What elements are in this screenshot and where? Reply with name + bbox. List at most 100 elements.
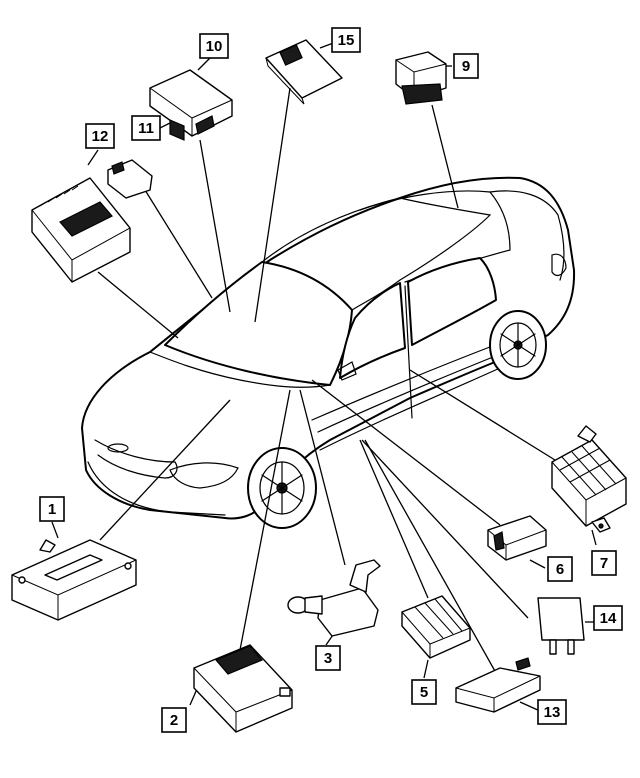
leader-1-tag <box>51 521 59 539</box>
leader-6 <box>311 379 501 526</box>
part-6-body <box>487 515 547 561</box>
rear-wheel-spokes <box>500 322 536 368</box>
callout-1-label: 1 <box>48 501 56 518</box>
trunk-line <box>489 190 565 281</box>
callout-15[interactable]: 15 <box>331 27 361 53</box>
part-14-body <box>537 597 585 641</box>
callout-2[interactable]: 2 <box>161 707 187 733</box>
leader-14 <box>361 439 529 619</box>
part-6-opening <box>493 531 505 551</box>
leader-12b <box>97 271 179 339</box>
side-mirror <box>337 361 357 381</box>
front-side-window <box>339 282 406 379</box>
part-13-module[interactable] <box>455 657 541 713</box>
part-5-relay-block[interactable] <box>401 595 471 659</box>
callout-6[interactable]: 6 <box>547 556 573 582</box>
part-14-pin-a <box>549 639 557 655</box>
part-12-connector <box>59 201 113 237</box>
callout-10[interactable]: 10 <box>199 33 229 59</box>
callout-12[interactable]: 12 <box>85 123 115 149</box>
part-2-tab <box>279 687 291 697</box>
part-10-body <box>149 69 233 137</box>
leader-1 <box>99 399 231 541</box>
leader-10 <box>199 139 231 313</box>
part-2-body <box>193 644 293 733</box>
part-5-body <box>401 595 471 659</box>
leader-5-tag <box>423 659 429 679</box>
part-3-body <box>317 587 379 637</box>
part-10-connector-a <box>195 115 215 135</box>
part-10-connector-b <box>169 119 185 141</box>
leader-7-tag <box>591 529 597 546</box>
part-6-edge <box>487 529 547 560</box>
part-1-body <box>11 539 137 621</box>
part-9-base <box>401 83 443 105</box>
part-12-fins <box>39 185 79 207</box>
part-12-edge <box>31 209 131 282</box>
leader-2 <box>239 389 291 651</box>
part-7-bracket-top <box>577 425 597 443</box>
part-7-edge <box>551 461 627 526</box>
leader-7 <box>409 369 556 461</box>
part-13-body <box>455 667 541 713</box>
callout-14-label: 14 <box>600 610 617 627</box>
part-10-edge <box>149 87 233 136</box>
callout-3-label: 3 <box>324 650 332 667</box>
leader-9 <box>431 104 459 209</box>
part-2-module[interactable] <box>193 644 293 733</box>
callout-5-label: 5 <box>420 684 428 701</box>
part-12-ecu[interactable] <box>31 159 153 283</box>
callout-2-label: 2 <box>170 712 178 729</box>
callout-14[interactable]: 14 <box>593 605 623 631</box>
part-7-module[interactable] <box>551 425 627 533</box>
callout-13-label: 13 <box>544 704 561 721</box>
part-7-grid <box>559 445 617 496</box>
body-side-molding <box>311 344 496 421</box>
part-6-connector[interactable] <box>487 515 547 561</box>
callout-1[interactable]: 1 <box>39 496 65 522</box>
callout-11-label: 11 <box>138 120 154 137</box>
car-illustration <box>81 176 576 529</box>
taillight <box>551 253 567 277</box>
part-15-edge <box>265 57 305 105</box>
headlamp <box>169 462 239 489</box>
part-9-relay[interactable] <box>395 51 447 105</box>
front-door-line <box>404 285 413 419</box>
part-13-edge <box>455 675 541 712</box>
part-1-slot <box>44 554 103 581</box>
callout-11[interactable]: 11 <box>131 115 161 141</box>
part-12-sensor-plug <box>111 161 125 175</box>
callout-15-label: 15 <box>338 32 355 49</box>
part-1-module[interactable] <box>11 539 137 621</box>
leader-13-tag <box>519 701 541 712</box>
callout-5[interactable]: 5 <box>411 679 437 705</box>
part-3-bracket <box>349 559 381 593</box>
part-5-ribs <box>414 598 463 639</box>
part-3-neck <box>304 595 323 615</box>
part-1-mount-a <box>18 576 26 584</box>
callout-10-label: 10 <box>206 38 223 55</box>
part-10-module[interactable] <box>149 69 233 141</box>
leader-12 <box>144 189 213 299</box>
hood-line <box>149 351 331 388</box>
hood-emblem <box>107 443 129 453</box>
front-grille <box>94 439 178 479</box>
callout-7[interactable]: 7 <box>591 550 617 576</box>
callout-3[interactable]: 3 <box>315 645 341 671</box>
leader-3 <box>299 389 346 566</box>
part-15-body <box>265 39 343 99</box>
part-2-connector <box>215 645 263 675</box>
body-side-molding-lower <box>317 354 499 433</box>
leader-5 <box>359 439 429 599</box>
part-13-pins <box>515 657 531 671</box>
callout-9[interactable]: 9 <box>453 53 479 79</box>
leader-13 <box>364 439 501 681</box>
part-15-window <box>279 44 303 66</box>
part-15-sensor[interactable] <box>265 39 343 105</box>
callout-6-label: 6 <box>556 561 564 578</box>
part-14-relay[interactable] <box>537 597 585 655</box>
part-3-sensor[interactable] <box>287 559 381 637</box>
callout-13[interactable]: 13 <box>537 699 567 725</box>
callout-9-label: 9 <box>462 58 470 75</box>
